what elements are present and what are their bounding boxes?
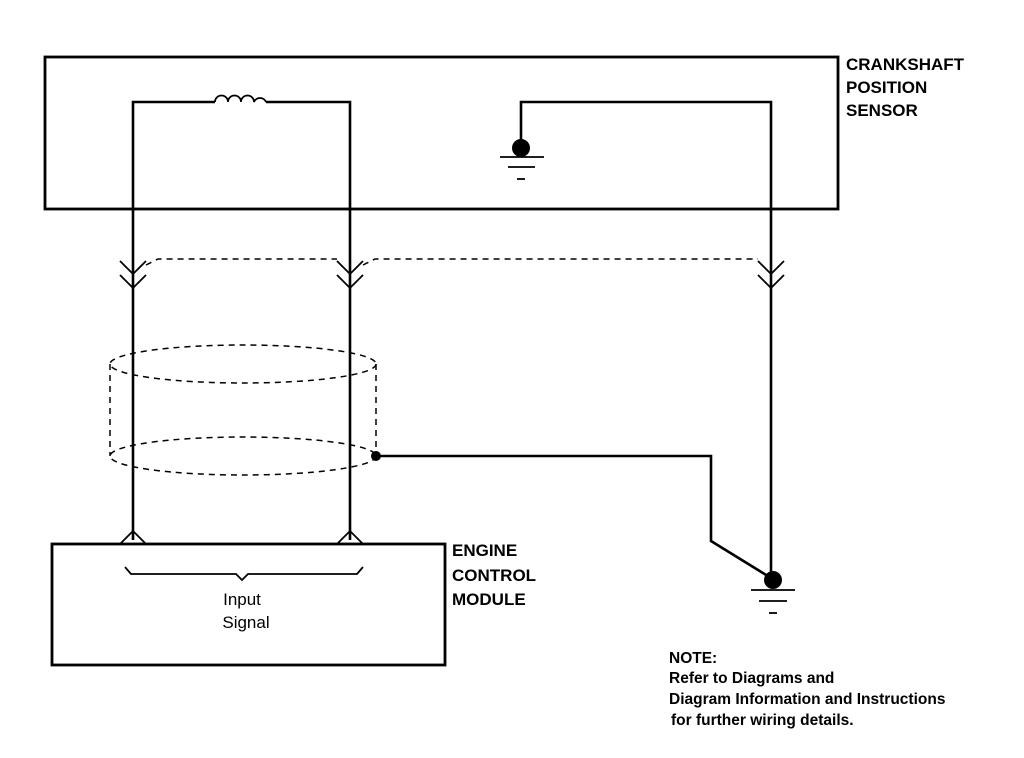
engine-control-module [50, 529, 447, 667]
ecm-label-line-1: ENGINE [452, 541, 517, 560]
input-signal-brace [124, 566, 364, 582]
crankshaft-position-sensor [43, 55, 840, 211]
sensor-ground-icon [500, 139, 544, 180]
ecm-pin-icon [119, 529, 364, 545]
input-signal-label-line-2: Signal [222, 613, 269, 632]
shield-icon [109, 344, 377, 476]
coil-icon [214, 94, 267, 103]
sensor-box [43, 55, 840, 211]
sensor-label-line-2: POSITION [846, 78, 927, 97]
ecm-label-line-3: MODULE [452, 590, 526, 609]
connector-icon [119, 258, 785, 290]
sensor-label-line-3: SENSOR [846, 101, 918, 120]
harness [109, 209, 795, 614]
chassis-ground-icon [751, 571, 795, 614]
input-signal-label-line-1: Input [223, 590, 261, 609]
shield-drain-wire [376, 454, 772, 580]
sensor-coil-wire-right [266, 100, 352, 209]
note-heading: NOTE: [669, 650, 717, 667]
note-line-1: Refer to Diagrams and [669, 670, 834, 687]
sensor-ground-wire [519, 100, 773, 209]
note-line-2: Diagram Information and Instructions [669, 691, 945, 708]
note-line-3: for further wiring details. [671, 712, 854, 729]
sensor-coil-wire-left [131, 100, 215, 209]
ecm-label-line-2: CONTROL [452, 566, 536, 585]
sensor-label-line-1: CRANKSHAFT [846, 55, 965, 74]
ecm-box [50, 542, 447, 667]
